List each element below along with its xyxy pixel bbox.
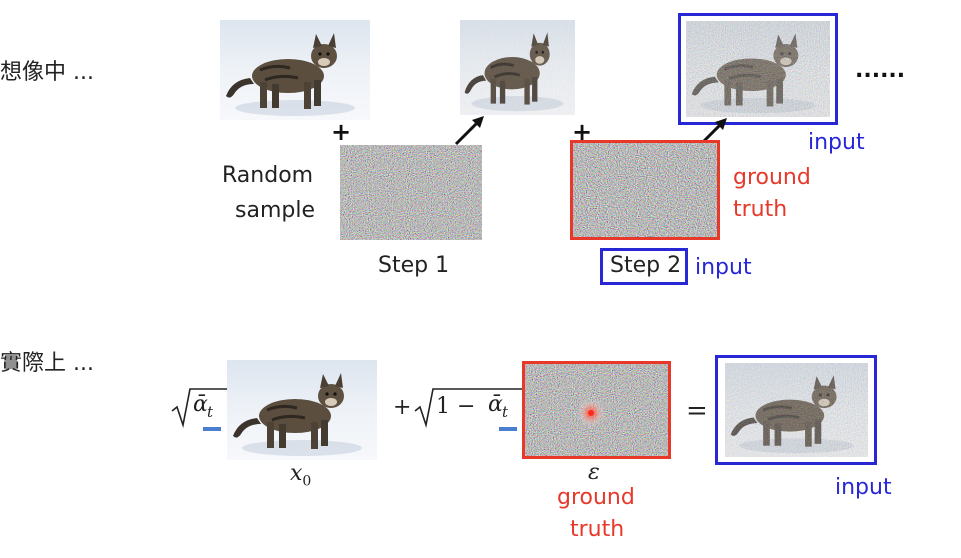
x0-label: x0 [290,461,312,490]
alpha-underline-1 [203,427,221,431]
epsilon-noise-frame [522,361,671,459]
noisier-cat-input-frame [678,13,838,125]
input-label-bottom: input [835,475,892,500]
equals-sign: = [686,396,708,426]
x0-cat-image [227,360,377,460]
ground-truth-label-top-line1: ground [733,165,811,190]
section-label-actual: 實際上 ... [0,351,94,376]
ground-truth-label-top-line2: truth [733,197,788,222]
slightly-noisy-cat-image [460,20,575,115]
random-sample-label-line2: sample [235,198,315,223]
arrow-step1-icon [454,116,484,146]
sqrt-symbol-1 [171,388,230,429]
epsilon-noise-image [525,364,668,456]
alpha-bar-1: ᾱ [193,392,208,417]
ground-truth-label-bottom-line2: truth [570,517,625,542]
input-label-top: input [808,130,865,155]
step-1-label: Step 1 [378,253,450,278]
sqrt-symbol-2 [414,388,523,429]
ellipsis: ...... [855,58,906,83]
alpha-sub-t-2: t [502,403,509,421]
step-2-label: Step 2 [610,253,682,278]
alpha-bar-2: ᾱ [488,392,503,417]
step-2-box [600,248,688,285]
random-sample-label-line1: Random [222,163,314,188]
one-minus-label: 1 − [436,394,476,419]
ground-truth-noise-frame [570,140,720,240]
epsilon-label: ε [588,460,600,485]
plus-sign-1: + [331,118,352,146]
noisy-result-input-frame [715,355,877,465]
noisy-result-cat-image [725,363,868,457]
section-label-imagined: 想像中 ... [0,60,94,85]
plus-sign-2: + [572,118,593,146]
alpha-underline-2 [499,427,517,431]
ground-truth-label-bottom-line1: ground [557,485,635,510]
plus-sign-bottom: + [393,395,412,420]
noisier-cat-image [686,21,830,117]
alpha-sub-t-1: t [207,403,214,421]
clean-cat-image [220,20,370,120]
ground-truth-noise-image [573,143,718,238]
input-label-step2: input [695,255,752,280]
random-noise-image [340,145,482,240]
